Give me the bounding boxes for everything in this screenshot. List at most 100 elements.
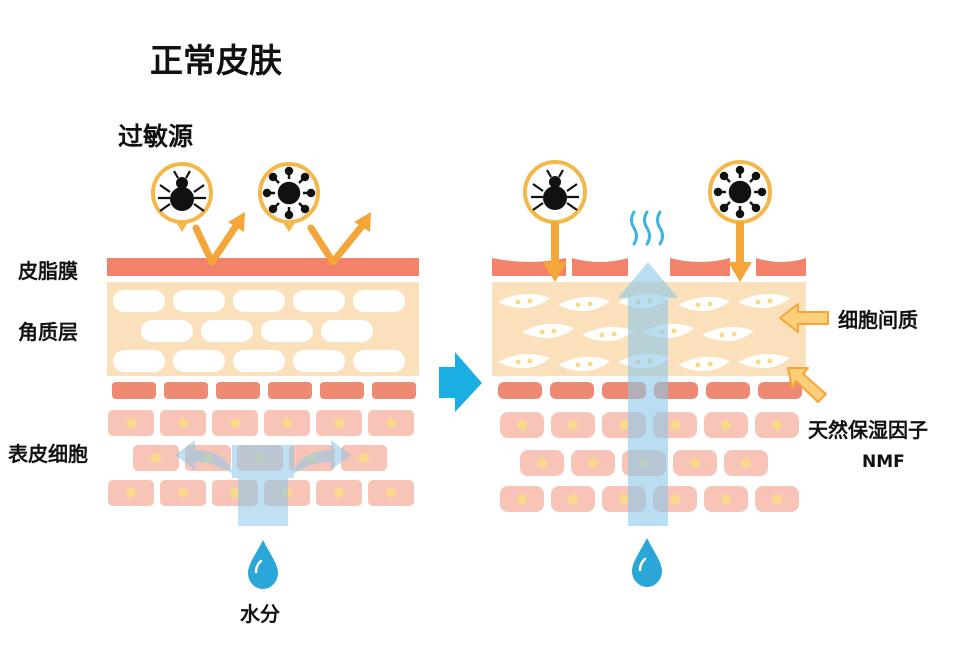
cell-nucleus xyxy=(670,420,680,430)
nmf-dot xyxy=(707,301,713,307)
corneum-cell xyxy=(678,296,730,312)
cell-nucleus xyxy=(721,494,731,504)
bounce-arrow-head-2 xyxy=(354,212,371,232)
corneum-cell xyxy=(201,320,253,342)
cell-nucleus xyxy=(334,488,344,498)
nmf-dot xyxy=(707,361,713,367)
corneum-cell xyxy=(141,320,193,342)
corneum-cell xyxy=(678,356,730,372)
cell-nucleus xyxy=(517,494,527,504)
epidermal-top-cell xyxy=(372,382,416,399)
corneum-cell xyxy=(113,290,165,312)
nmf-dot xyxy=(611,331,617,337)
cell-nucleus xyxy=(282,418,292,428)
epidermal-top-cell xyxy=(268,382,312,399)
nmf-dot xyxy=(575,302,581,308)
corneum-cell xyxy=(498,353,550,369)
corneum-cell xyxy=(113,350,165,372)
left-corneum-cells xyxy=(113,290,405,372)
nmf-label: 天然保湿因子 xyxy=(808,418,928,442)
epidermal-top-cell xyxy=(550,382,594,399)
water-drop-icon xyxy=(632,538,662,587)
cell-nucleus xyxy=(230,488,240,498)
arrow-right-icon xyxy=(439,352,482,412)
stratum-corneum-label: 角质层 xyxy=(18,320,78,344)
corneum-cell xyxy=(558,296,610,312)
cell-nucleus xyxy=(721,420,731,430)
corneum-cell xyxy=(233,350,285,372)
cell-nucleus xyxy=(386,488,396,498)
nmf-dot xyxy=(767,298,773,304)
corneum-cell xyxy=(702,326,754,342)
epidermal-top-cell xyxy=(320,382,364,399)
dust-mite-icon xyxy=(158,170,206,212)
cell-nucleus xyxy=(619,420,629,430)
nmf-dot xyxy=(575,362,581,368)
corneum-cell xyxy=(738,293,790,309)
nmf-dot xyxy=(515,359,521,365)
nmf-dot xyxy=(587,301,593,307)
left-mite-icon-group xyxy=(151,162,213,232)
epidermal-top-cell xyxy=(216,382,260,399)
corneum-cell xyxy=(353,350,405,372)
nmf-dot xyxy=(527,358,533,364)
cell-nucleus xyxy=(588,458,598,468)
nmf-dot xyxy=(731,331,737,337)
left-virus-icon-group xyxy=(258,162,320,232)
left-pointer xyxy=(175,221,189,232)
corneum-cell xyxy=(738,353,790,369)
bounce-arrows xyxy=(192,222,366,266)
cell-nucleus xyxy=(690,458,700,468)
nmf-dot xyxy=(515,299,521,305)
corneum-cell xyxy=(522,323,574,339)
epidermal-top-cell xyxy=(164,382,208,399)
nmf-dot xyxy=(719,332,725,338)
corneum-cell xyxy=(173,290,225,312)
nmf-dot xyxy=(755,359,761,365)
corneum-cell xyxy=(321,320,373,342)
page-title: 正常皮肤 xyxy=(150,41,282,80)
nmf-dot xyxy=(695,302,701,308)
epidermal-top-cell xyxy=(112,382,156,399)
nmf-abbr-label: NMF xyxy=(862,452,905,472)
cell-nucleus xyxy=(670,494,680,504)
cell-nucleus xyxy=(151,453,161,463)
nmf-dot xyxy=(767,358,773,364)
right-mite-icon-group xyxy=(523,160,587,282)
cell-nucleus xyxy=(386,418,396,428)
virus-icon xyxy=(262,166,316,220)
epidermal-top-cell xyxy=(706,382,750,399)
epidermal-cells-label: 表皮细胞 xyxy=(8,442,88,466)
virus-icon xyxy=(713,165,767,219)
cell-nucleus xyxy=(772,420,782,430)
wavy-steam-icon xyxy=(630,210,664,246)
right-virus-icon-group xyxy=(708,160,772,282)
nmf-dot xyxy=(671,328,677,334)
cell-nucleus xyxy=(619,494,629,504)
corneum-cell xyxy=(233,290,285,312)
cell-nucleus xyxy=(126,488,136,498)
left-pointer-2 xyxy=(282,221,296,232)
water-loss-arrow xyxy=(618,262,678,526)
cell-nucleus xyxy=(126,418,136,428)
nmf-dot xyxy=(539,329,545,335)
nmf-dot xyxy=(587,361,593,367)
bounce-arrow-head-1 xyxy=(228,212,245,232)
cell-nucleus xyxy=(178,418,188,428)
corneum-cell xyxy=(293,350,345,372)
corneum-cell xyxy=(498,293,550,309)
corneum-cell xyxy=(582,326,634,342)
cell-nucleus xyxy=(334,418,344,428)
dust-mite-icon xyxy=(531,169,579,211)
corneum-cell xyxy=(293,290,345,312)
sebum-film-label: 皮脂膜 xyxy=(18,259,78,283)
nmf-dot xyxy=(527,298,533,304)
cell-nucleus xyxy=(568,494,578,504)
epidermal-top-cell xyxy=(498,382,542,399)
cell-nucleus xyxy=(359,453,369,463)
corneum-cell xyxy=(261,320,313,342)
left-panel xyxy=(107,162,419,589)
cell-nucleus xyxy=(537,458,547,468)
cell-nucleus xyxy=(568,420,578,430)
